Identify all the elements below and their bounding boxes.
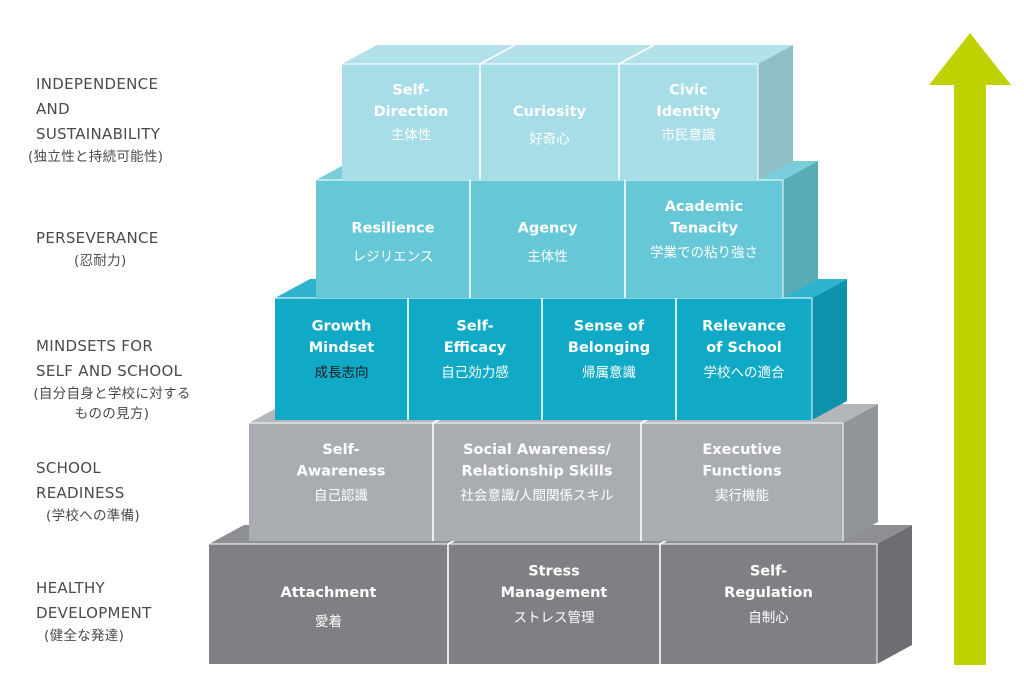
cell-title: Identity: [656, 104, 721, 120]
cell-title: Awareness: [297, 463, 386, 479]
level-label-jp: (学校への準備): [46, 508, 140, 524]
level-label-perseverance: PERSEVERANCE (忍耐力): [36, 226, 159, 271]
cell-title: Relevance: [702, 318, 786, 334]
level-label-jp: (忍耐力): [74, 253, 127, 269]
level-label-en: HEALTHY DEVELOPMENT: [36, 579, 152, 622]
tier-side-face: [812, 279, 847, 420]
cell-title: Belonging: [568, 340, 650, 356]
cell-subtitle-jp: 成長志向: [315, 365, 369, 381]
tier-side-face: [877, 525, 912, 664]
tier-side-face: [758, 45, 793, 180]
tier-side-face: [783, 161, 818, 298]
cell-title: Tenacity: [670, 220, 738, 236]
cell-title: Executive: [702, 442, 781, 458]
cell-title: Growth: [312, 318, 372, 334]
progress-arrow: [929, 33, 1011, 665]
level-label-en: SCHOOL READINESS: [36, 459, 125, 502]
cell-subtitle-jp: レジリエンス: [353, 249, 434, 265]
cell-divider: [618, 44, 655, 65]
cell-subtitle-jp: ストレス管理: [514, 610, 595, 626]
level-label-mindsets: MINDSETS FOR SELF AND SCHOOL (自分自身と学校に対す…: [33, 334, 212, 424]
cell-title: of School: [706, 340, 782, 356]
cell-title: Functions: [702, 463, 781, 479]
cell-title: Regulation: [724, 585, 813, 601]
cell-title: Academic: [665, 199, 744, 215]
tier-front-face: [275, 298, 812, 420]
cell-title: Mindset: [309, 340, 375, 356]
cell-subtitle-jp: 自己効力感: [441, 364, 509, 381]
cell-title: Self-: [750, 564, 787, 580]
cell-title: Efficacy: [444, 340, 507, 356]
tier-side-face: [843, 404, 878, 541]
cell-title: Self-: [456, 318, 493, 334]
cell-subtitle-jp: 帰属意識: [582, 364, 636, 381]
level-label-jp: (自分自身と学校に対する ものの見方): [33, 386, 191, 422]
cell-subtitle-jp: 学校への適合: [704, 364, 785, 381]
cell-subtitle-jp: 自制心: [748, 610, 789, 626]
level-label-jp: (独立性と持続可能性): [28, 149, 164, 165]
tier-readiness: Self- Awareness 自己認識 Social Awareness/Relat…: [249, 403, 878, 541]
cell-title: Self-: [392, 82, 429, 98]
cell-subtitle-jp: 市民意識: [662, 127, 716, 144]
tier-front-face: [209, 544, 877, 664]
tier-front-face: [249, 423, 843, 541]
cell-title: Sense of: [574, 318, 645, 334]
level-label-en: MINDSETS FOR SELF AND SCHOOL: [36, 337, 183, 380]
cell-subtitle-jp: 自己認識: [314, 488, 368, 504]
level-label-independence: INDEPENDENCE AND SUSTAINABILITY (独立性と持続可…: [28, 72, 163, 167]
level-label-en: INDEPENDENCE AND SUSTAINABILITY: [36, 75, 161, 143]
cell-subtitle-jp: 好奇心: [529, 131, 570, 148]
cell-title: Resilience: [351, 220, 434, 236]
tier-independence: Self- Direction 主体性 Curiosity 好奇心 CivicIdenti…: [342, 44, 793, 180]
level-label-healthy: HEALTHY DEVELOPMENT (健全な発達): [36, 576, 152, 646]
tier-top-face: [342, 45, 793, 64]
level-label-jp: (健全な発達): [44, 628, 125, 644]
level-label-en: PERSEVERANCE: [36, 229, 159, 247]
cell-divider: [479, 44, 516, 65]
cell-subtitle-jp: 愛着: [315, 613, 342, 630]
cell-title: Self-: [322, 442, 359, 458]
cell-title: Relationship Skills: [462, 463, 613, 479]
cell-subtitle-jp: 主体性: [391, 128, 432, 144]
cell-subtitle-jp: 社会意識/人間関係スキル: [460, 487, 613, 504]
cell-title: Social Awareness/: [463, 442, 612, 458]
cell-title: Agency: [518, 220, 578, 236]
tier-front-face: [342, 64, 758, 180]
cell-title: Stress: [528, 564, 580, 580]
tier-front-face: [316, 180, 783, 298]
cell-subtitle-jp: 主体性: [527, 249, 568, 265]
tier-perseverance: Resilience レジリエンス Agency 主体性 AcademicTenacit…: [316, 160, 818, 298]
cell-title: Attachment: [281, 585, 377, 601]
cell-title: Management: [501, 585, 608, 601]
cell-subtitle-jp: 学業での粘り強さ: [650, 245, 758, 261]
cell-title: Curiosity: [513, 104, 587, 120]
cell-title: Direction: [374, 104, 449, 120]
cell-subtitle-jp: 実行機能: [715, 488, 769, 504]
cell-title: Civic: [669, 82, 708, 98]
level-label-readiness: SCHOOL READINESS (学校への準備): [36, 456, 140, 526]
